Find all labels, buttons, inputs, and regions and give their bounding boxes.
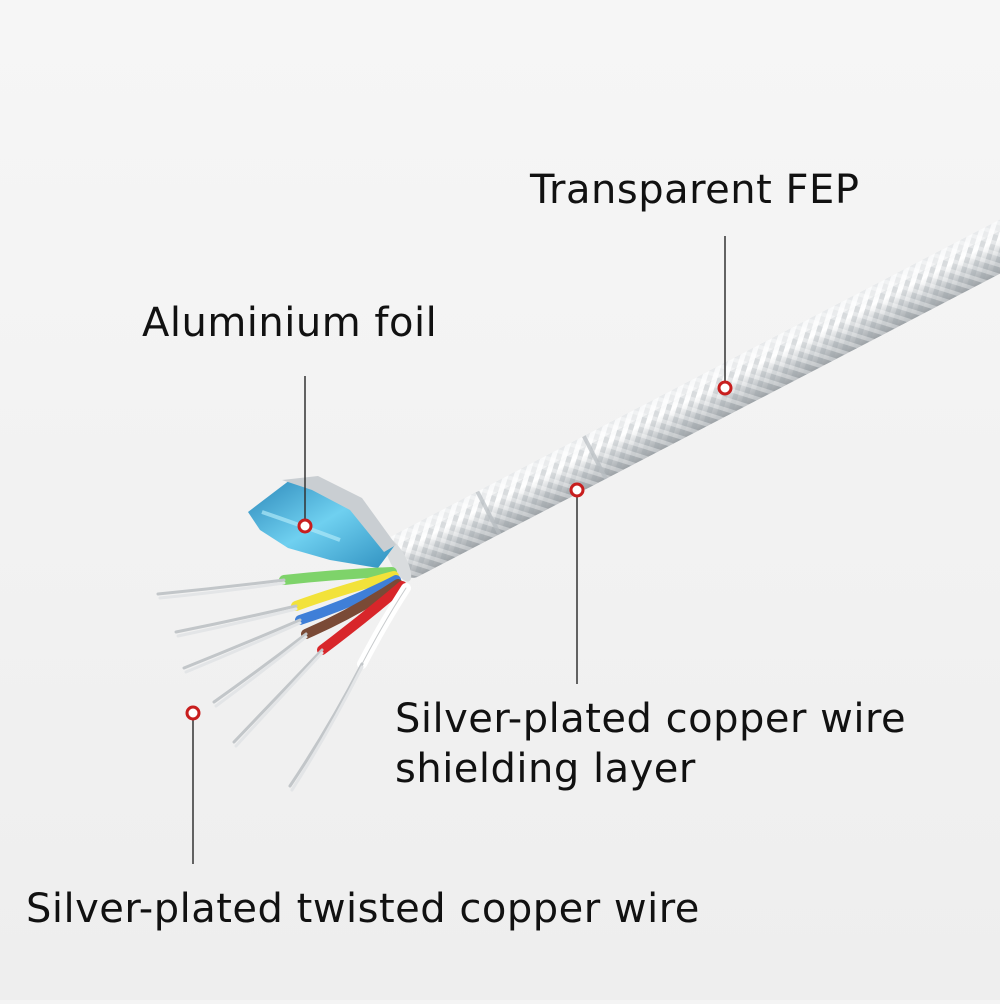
shielded-cable bbox=[384, 217, 1000, 582]
inner-cores bbox=[279, 567, 411, 669]
silver-strands bbox=[156, 578, 364, 792]
shielding-layer-label-line1: Silver-plated copper wire bbox=[395, 696, 907, 742]
fep-marker bbox=[717, 380, 733, 396]
twisted-copper-wire-label: Silver-plated twisted copper wire bbox=[26, 886, 700, 932]
shield-marker bbox=[569, 482, 585, 498]
leader-lines bbox=[192, 236, 726, 864]
callout-markers bbox=[185, 380, 733, 721]
foil-marker bbox=[297, 518, 313, 534]
transparent-fep-label: Transparent FEP bbox=[530, 167, 860, 213]
aluminium-foil-label: Aluminium foil bbox=[142, 300, 438, 346]
shielding-layer-label: Silver-plated copper wire shielding laye… bbox=[395, 694, 906, 794]
shielding-layer-label-line2: shielding layer bbox=[395, 746, 696, 792]
twisted-wire-marker bbox=[185, 705, 201, 721]
